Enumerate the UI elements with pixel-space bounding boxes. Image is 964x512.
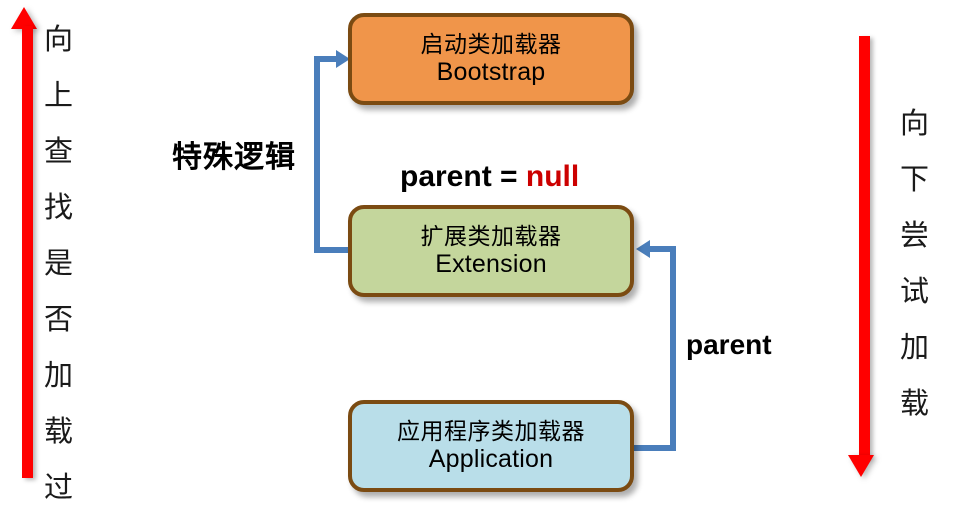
right-arrowhead-icon — [336, 50, 350, 68]
parent-annotation: parent — [686, 329, 772, 360]
connector-segment — [634, 445, 676, 451]
vchar: 下 — [900, 164, 930, 196]
vchar: 是 — [44, 248, 74, 280]
vchar: 否 — [44, 304, 74, 336]
node-application-cn-label: 应用程序类加载器 — [397, 418, 585, 445]
node-application[interactable]: 应用程序类加载器 Application — [348, 400, 634, 492]
connector-segment — [314, 247, 352, 253]
vchar: 加 — [44, 360, 74, 392]
vchar: 载 — [900, 388, 930, 420]
parent-null-prefix: parent = — [400, 160, 526, 193]
up-arrowhead-icon — [11, 7, 37, 29]
node-extension-en-label: Extension — [435, 249, 547, 278]
node-bootstrap-en-label: Bootstrap — [436, 57, 546, 86]
vchar: 加 — [900, 332, 930, 364]
down-arrowhead-icon — [848, 455, 874, 477]
vchar: 试 — [900, 276, 930, 308]
node-extension[interactable]: 扩展类加载器 Extension — [348, 205, 634, 297]
vchar: 尝 — [900, 220, 930, 252]
vchar: 过 — [44, 472, 74, 504]
parent-null-annotation: parent = null — [400, 160, 579, 194]
node-extension-cn-label: 扩展类加载器 — [420, 223, 562, 250]
downward-load-label: 向 下 尝 试 加 载 — [900, 96, 929, 432]
node-bootstrap[interactable]: 启动类加载器 Bootstrap — [348, 13, 634, 105]
connector-segment — [650, 246, 676, 252]
special-logic-annotation: 特殊逻辑 — [172, 141, 296, 174]
connector-segment — [314, 56, 320, 253]
up-arrow-shaft — [22, 26, 33, 478]
vchar: 查 — [44, 136, 74, 168]
vchar: 上 — [44, 80, 74, 112]
left-arrowhead-icon — [636, 240, 650, 258]
node-bootstrap-cn-label: 启动类加载器 — [420, 31, 562, 58]
parent-null-value: null — [525, 160, 580, 193]
down-arrow-shaft — [859, 36, 870, 458]
vchar: 载 — [44, 416, 74, 448]
vchar: 向 — [900, 108, 930, 140]
vchar: 找 — [44, 192, 74, 224]
node-application-en-label: Application — [428, 444, 554, 473]
vchar: 向 — [44, 24, 74, 56]
upward-lookup-label: 向 上 查 找 是 否 加 载 过 — [44, 12, 73, 512]
connector-segment — [670, 246, 676, 451]
connector-segment — [314, 56, 340, 62]
